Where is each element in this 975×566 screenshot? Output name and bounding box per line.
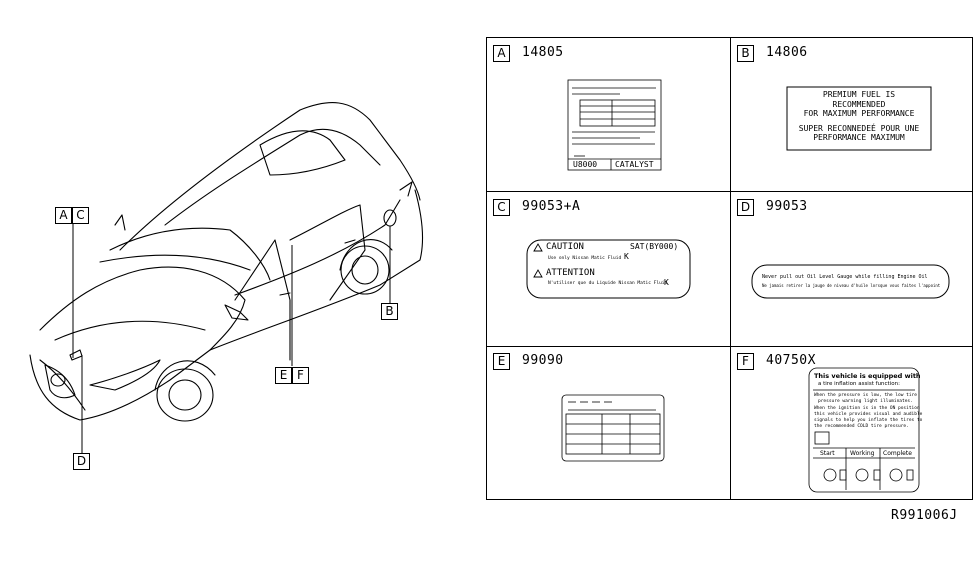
label-d-line1: Never pull out Oil Level Gauge while fil…: [762, 274, 928, 280]
label-c-caution-text: Use only Nissan Matic Fluid: [548, 256, 622, 261]
label-f-drawing: [808, 367, 920, 493]
label-f-body1: When the pressure is low, the low tire: [814, 393, 917, 398]
callout-d[interactable]: D: [73, 453, 90, 470]
body-side: [209, 189, 424, 351]
panel-a-letter: A: [493, 45, 510, 62]
label-c-code: SAT(BY000): [630, 242, 679, 251]
callout-b[interactable]: B: [381, 303, 398, 320]
callout-e[interactable]: E: [275, 367, 292, 384]
label-f-step-complete: Complete: [883, 450, 912, 457]
label-c-caution-suffix: K: [624, 252, 629, 261]
label-c-attention-text: N'utiliser que du Liquide Nissan Matic F…: [548, 281, 668, 286]
panel-f-letter: F: [737, 353, 754, 370]
panel-b-letter: B: [737, 45, 754, 62]
label-c-caution: CAUTION: [546, 242, 584, 252]
label-f-heading1: This vehicle is equipped with: [814, 372, 921, 380]
windshield: [109, 227, 271, 281]
panel-e-letter: E: [493, 353, 510, 370]
front-bumper: [29, 349, 211, 421]
label-f-body4: this vehicle provides visual and audible: [814, 412, 923, 417]
label-b-frame: [786, 86, 932, 151]
front-door: [234, 239, 291, 361]
roof-inner: [164, 128, 381, 226]
fuel-door: [383, 209, 397, 227]
panel-b-part-number[interactable]: 14806: [766, 45, 808, 60]
panel-f-part-number[interactable]: 40750X: [766, 353, 816, 368]
label-b-line1: PREMIUM FUEL IS: [822, 90, 896, 99]
label-a-footer-left: U8000: [573, 160, 598, 169]
label-e-drawing: [561, 394, 665, 462]
roof-outline: [119, 102, 421, 251]
rear-wheel: [340, 245, 390, 295]
label-b-line5: PERFORMANCE MAXIMUM: [813, 133, 905, 142]
callout-f[interactable]: F: [292, 367, 309, 384]
label-a-footer-right: CATALYST: [615, 160, 654, 169]
callout-c[interactable]: C: [72, 207, 89, 224]
label-f-body5: signals to help you inflate the tires to: [814, 418, 923, 423]
panel-c-part-number[interactable]: 99053+A: [522, 199, 581, 214]
panel-d-part-number[interactable]: 99053: [766, 199, 808, 214]
label-b-line2: RECOMMENDED: [832, 99, 886, 109]
panel-d-letter: D: [737, 199, 754, 216]
label-f-heading2: a tire inflation assist function:: [818, 381, 900, 387]
rear-door: [289, 204, 366, 301]
hood: [39, 266, 246, 351]
diagram-reference-code: R991006J: [891, 508, 958, 523]
panel-c-letter: C: [493, 199, 510, 216]
side-mirror: [224, 304, 249, 321]
panel-a-part-number[interactable]: 14805: [522, 45, 564, 60]
label-f-body6: the recommended COLD tire pressure.: [814, 424, 909, 429]
label-b-line3: FOR MAXIMUM PERFORMANCE: [803, 109, 915, 118]
label-f-step-working: Working: [850, 450, 875, 457]
label-b-line4: SUPER RECONNEDEÉ POUR UNE: [798, 123, 920, 133]
grille: [44, 364, 76, 399]
label-c-frame: [526, 239, 691, 299]
label-d-frame: [751, 264, 950, 299]
label-b-text: PREMIUM FUEL IS RECOMMENDED FOR MAXIMUM …: [787, 90, 931, 143]
label-a-drawing: [567, 79, 662, 171]
headlight: [89, 359, 161, 391]
callout-a[interactable]: A: [55, 207, 72, 224]
label-d-line2: Ne jamais retirer la jauge de niveau d'h…: [762, 283, 941, 288]
label-f-step-start: Start: [820, 450, 835, 457]
front-wheel: [156, 368, 214, 422]
label-c-attention: ATTENTION: [546, 268, 595, 278]
sunroof: [259, 130, 346, 176]
label-f-body2: pressure warning light illuminates.: [818, 399, 913, 404]
label-c-attention-suffix: K: [664, 278, 669, 287]
label-f-body3: When the ignition is in the ON position: [814, 406, 920, 411]
panel-e-part-number[interactable]: 99090: [522, 353, 564, 368]
parts-grid: [486, 37, 973, 500]
